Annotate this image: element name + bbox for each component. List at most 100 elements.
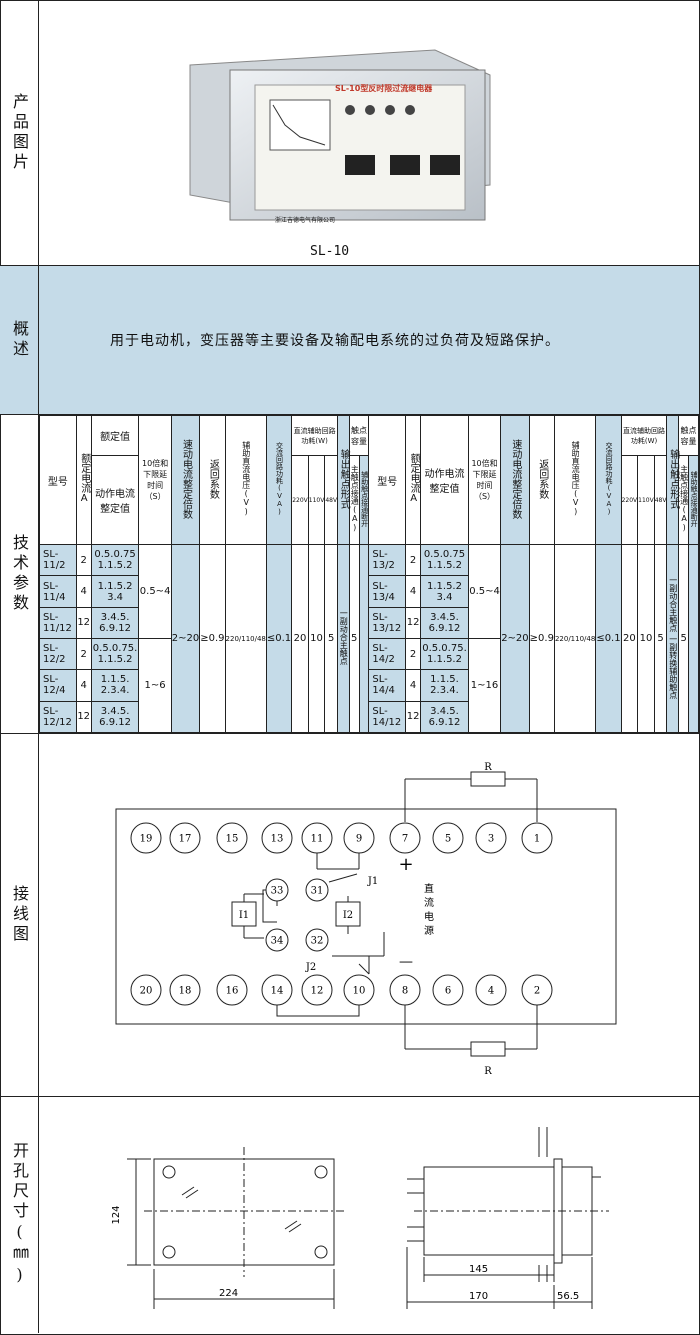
hdr-v220-r: 220V (620, 455, 639, 546)
terminal-inner-31-ring (305, 878, 329, 902)
table-row: SL-12/2 (39, 638, 77, 671)
terminal-bottom-20-ring (130, 974, 162, 1006)
hdr-return: 返回系数 (199, 414, 226, 546)
device-maker: 浙江吉德电气有限公司 (275, 217, 336, 224)
terminal-bottom-4: 4 (488, 986, 494, 997)
terminal-top-9: 9 (356, 834, 362, 845)
terminal-inner-31: 31 (311, 886, 324, 897)
hdr-model-r: 型号 (368, 414, 407, 546)
overview-text: 用于电动机，变压器等主要设备及输配电系统的过负荷及短路保护。 (110, 333, 560, 349)
table-row: SL-13/12 (368, 606, 407, 640)
table-row: SL-14/2 (368, 638, 407, 671)
spec-table: 型号 额定电流A 额定值 10倍和下限延时间（S） 速动电流整定倍数 返回系数 … (39, 414, 700, 734)
j2-label: J2 (305, 962, 316, 973)
coil-i1-label: I1 (239, 910, 249, 921)
overview-panel (39, 266, 699, 414)
terminal-inner-33-ring (265, 878, 289, 902)
hdr-return-r: 返回系数 (528, 414, 555, 546)
terminal-bottom-8: 8 (402, 986, 408, 997)
terminal-bottom-14-ring (261, 974, 293, 1006)
hdr-dcpw-r: 直流辅助回路功耗(W) (620, 414, 668, 457)
model-caption: SL-10 (310, 244, 350, 259)
hdr-aux-r: 辅助触点接通断开 (688, 455, 699, 546)
terminal-top-17: 17 (179, 834, 192, 845)
terminal-inner-34: 34 (271, 936, 284, 947)
terminal-top-17-ring (169, 822, 201, 854)
table-row: SL-11/4 (39, 575, 77, 608)
terminal-bottom-12: 12 (311, 986, 324, 997)
table-row: SL-14/12 (368, 700, 407, 734)
terminal-top-1: 1 (534, 834, 540, 845)
terminal-top-3: 3 (488, 834, 494, 845)
device-title: SL-10型反时限过流继电器 (335, 84, 433, 93)
terminal-bottom-2: 2 (534, 986, 540, 997)
dc-plus-label: + (398, 854, 413, 875)
table-row: SL-11/12 (39, 606, 77, 640)
hdr-main-r: 主触点接通(A) (677, 455, 690, 546)
dim-width: 224 (219, 1288, 238, 1299)
hdr-model: 型号 (39, 414, 77, 546)
hdr-rated-value: 额定值 (90, 414, 140, 457)
hdr-v110: 110V (307, 455, 326, 546)
terminal-top-15: 15 (226, 834, 239, 845)
terminal-bottom-4-ring (475, 974, 507, 1006)
terminal-top-19: 19 (140, 834, 153, 845)
dc-minus-label: — (399, 954, 413, 970)
section-label-overview: 概述 (0, 266, 39, 414)
hdr-capacity: 触点容量 (348, 414, 370, 457)
terminal-bottom-10: 10 (353, 986, 366, 997)
hdr-action: 动作电流整定值 (90, 455, 140, 546)
resistor-top-label: R (484, 762, 492, 773)
product-photo: SL-10型反时限过流继电器 浙江吉德电气有限公司 (185, 45, 495, 240)
j1-label: J1 (367, 876, 378, 887)
terminal-inner-33: 33 (271, 886, 284, 897)
table-row: SL-13/2 (368, 544, 407, 577)
section-label-photo: 产品图片 (0, 0, 39, 265)
hdr-dcpw: 直流辅助回路功耗(W) (291, 414, 339, 457)
hdr-v48: 48V (324, 455, 339, 546)
terminal-inner-32: 32 (311, 936, 324, 947)
hdr-delay: 10倍和下限延时间（S） (138, 414, 172, 546)
terminal-bottom-6-ring (432, 974, 464, 1006)
terminal-bottom-16-ring (216, 974, 248, 1006)
hdr-aux: 辅助触点接通断开 (358, 455, 370, 546)
terminal-inner-32-ring (305, 928, 329, 952)
dc-source-label: 流 (424, 896, 434, 909)
terminal-top-5-ring (432, 822, 464, 854)
terminal-bottom-18-ring (169, 974, 201, 1006)
table-row: SL-14/4 (368, 669, 407, 702)
coil-i2-label: I2 (343, 910, 353, 921)
dim-depth1: 145 (469, 1264, 488, 1275)
terminal-bottom-12-ring (301, 974, 333, 1006)
terminal-top-9-ring (343, 822, 375, 854)
dc-source-label: 直 (424, 882, 434, 895)
terminal-top-3-ring (475, 822, 507, 854)
table-row: SL-12/4 (39, 669, 77, 702)
dim-depth3: 56.5 (557, 1291, 579, 1302)
table-row: SL-11/2 (39, 544, 77, 577)
terminal-top-11: 11 (311, 834, 324, 845)
terminal-bottom-8-ring (389, 974, 421, 1006)
terminal-top-1-ring (521, 822, 553, 854)
section-label-tech: 技术参数 (0, 415, 39, 733)
terminal-bottom-2-ring (521, 974, 553, 1006)
terminal-bottom-10-ring (343, 974, 375, 1006)
hdr-capacity-r: 触点容量 (677, 414, 700, 457)
hdr-v48-r: 48V (653, 455, 668, 546)
section-label-wiring: 接线图 (0, 734, 39, 1096)
dim-depth2: 170 (469, 1291, 488, 1302)
terminal-top-5: 5 (445, 834, 451, 845)
section-label-cutout: 开孔尺寸(㎜) (0, 1097, 39, 1333)
terminal-top-13-ring (261, 822, 293, 854)
terminal-bottom-6: 6 (445, 986, 451, 997)
hdr-quick: 速动电流整定倍数 (170, 414, 201, 546)
table-row: SL-12/12 (39, 700, 77, 734)
hdr-output-r: 输出触点形式 (666, 414, 679, 546)
terminal-top-19-ring (130, 822, 162, 854)
hdr-acpw: 交流回路功耗(VA) (265, 414, 293, 546)
hdr-auxv: 辅助直流电压(V) (224, 414, 267, 546)
hdr-rated-current-r: 额定电流A (405, 414, 422, 546)
terminal-top-13: 13 (271, 834, 284, 845)
terminal-top-11-ring (301, 822, 333, 854)
